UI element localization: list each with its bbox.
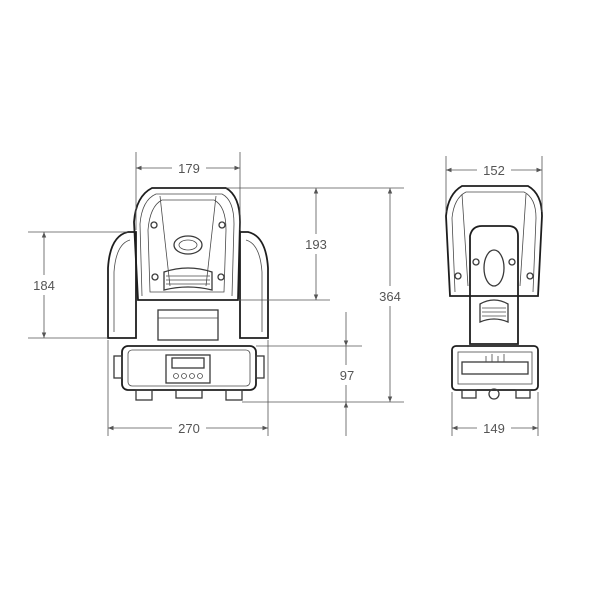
side-pivot-ellipse — [483, 249, 505, 287]
side-base-knob — [488, 388, 500, 400]
side-view — [445, 185, 543, 400]
dim-label-height-head: 193 — [305, 237, 327, 252]
control-button-icon — [173, 373, 179, 379]
dim-label-width-top: 179 — [178, 161, 200, 176]
yoke-right-arm — [239, 231, 269, 339]
screw-icon — [217, 273, 225, 281]
display-panel — [165, 354, 211, 384]
screw-icon — [526, 272, 534, 280]
dim-label-height-left: 184 — [33, 278, 55, 293]
dim-label-side-width-top: 152 — [483, 163, 505, 178]
yoke-left-arm — [107, 231, 137, 339]
screw-icon — [218, 221, 226, 229]
side-yoke-arm — [469, 225, 519, 345]
head-neck — [157, 309, 219, 341]
base-foot — [225, 389, 243, 401]
screw-icon — [150, 221, 158, 229]
base-foot — [135, 389, 153, 401]
side-base-foot — [461, 389, 477, 399]
front-dimensions: 179 184 193 364 97 270 — [28, 152, 407, 438]
control-button-icon — [197, 373, 203, 379]
control-button-icon — [181, 373, 187, 379]
side-base-foot — [515, 389, 531, 399]
side-head — [445, 185, 543, 297]
side-base-housing — [451, 345, 539, 391]
screw-icon — [454, 272, 462, 280]
side-vent-grille — [479, 299, 509, 323]
head-lens-window — [173, 235, 203, 255]
lcd-screen — [171, 357, 205, 369]
screw-icon — [508, 258, 516, 266]
head-vent-grille — [163, 267, 213, 291]
dim-label-side-width-base: 149 — [483, 421, 505, 436]
screw-icon — [151, 273, 159, 281]
control-button-icon — [189, 373, 195, 379]
front-view — [107, 187, 269, 401]
base-handle-left — [113, 355, 123, 379]
screw-icon — [472, 258, 480, 266]
dim-label-height-base: 97 — [340, 368, 354, 383]
dim-label-height-total: 364 — [379, 289, 401, 304]
side-connector-panel — [461, 361, 529, 375]
base-handle-right — [255, 355, 265, 379]
base-connector — [175, 389, 203, 399]
dim-label-width-base: 270 — [178, 421, 200, 436]
side-dimensions: 152 149 — [445, 156, 543, 438]
